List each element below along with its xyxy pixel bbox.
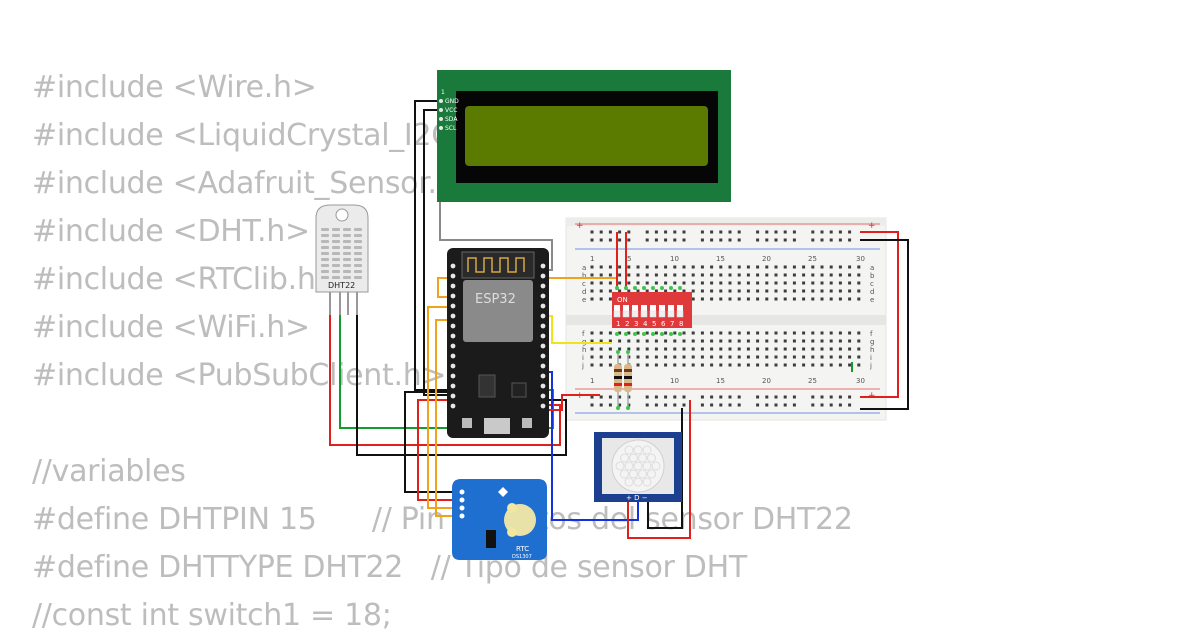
svg-text:i: i [582,354,584,362]
svg-text:25: 25 [808,377,817,385]
svg-text:h: h [870,346,874,354]
esp32-label: ESP32 [475,292,516,307]
svg-text:a: a [582,264,586,272]
code-line: #include <PubSubClient.h> [32,358,447,393]
svg-text:1: 1 [441,89,445,96]
wire-black [356,315,567,456]
lcd-pins [439,99,443,130]
svg-text:+: + [868,221,876,231]
svg-text:10: 10 [670,377,679,385]
rtc-label: RTC [516,545,529,553]
svg-text:VCC: VCC [445,107,457,114]
svg-text:i: i [870,354,872,362]
svg-text:8: 8 [679,320,683,328]
svg-text:1: 1 [590,377,594,385]
dht-grille [321,228,362,279]
svg-text:g: g [870,338,874,346]
rtc-chip-label: DS1307 [512,554,532,560]
svg-text:j: j [869,362,872,370]
svg-text:j: j [581,362,584,370]
svg-text:1: 1 [616,320,620,328]
svg-text:h: h [582,346,586,354]
svg-text:1: 1 [590,255,594,263]
svg-text:5: 5 [627,255,631,263]
svg-text:f: f [582,330,585,338]
svg-text:2: 2 [625,320,629,328]
svg-text:15: 15 [716,255,725,263]
svg-text:4: 4 [643,320,648,328]
wire-orange [427,306,462,509]
svg-text:a: a [870,264,874,272]
svg-text:d: d [582,288,586,296]
esp32-pins [450,263,546,409]
dip-numbers: 1 2 3 4 5 6 7 8 [616,320,683,328]
svg-text:e: e [582,296,586,304]
svg-text:5: 5 [652,320,656,328]
wires [329,100,909,539]
resistors[interactable] [614,350,632,410]
svg-text:c: c [582,280,586,288]
dip-switch[interactable]: ON 1 2 3 4 5 6 7 8 [612,286,692,336]
lcd-display[interactable]: 1 GND VCC SDA SCL [437,70,731,202]
svg-text:SDA: SDA [445,116,458,123]
dip-pin-dots [615,286,682,336]
svg-text:25: 25 [808,255,817,263]
svg-text:7: 7 [670,320,674,328]
wire-red [860,231,899,398]
svg-text:b: b [870,272,875,280]
rtc-module[interactable]: RTC DS1307 [452,479,547,560]
pir-sensor[interactable]: + D − [594,432,682,502]
svg-text:c: c [870,280,874,288]
svg-text:20: 20 [762,377,771,385]
code-line: #include <RTClib.h> [32,262,341,297]
svg-text:20: 20 [762,255,771,263]
code-line: #include <Wire.h> [32,70,317,105]
wire-black [860,239,909,410]
svg-text:6: 6 [661,320,666,328]
code-line: #include <WiFi.h> [32,310,310,345]
svg-text:15: 15 [716,377,725,385]
code-line: #include <DHT.h> [32,214,310,249]
wire-red [417,399,462,501]
pir-pin-labels: + D − [626,494,648,502]
breadboard-col-labels: 1 5 10 15 20 25 30 1 10 15 20 25 30 [590,255,865,385]
wire-orange [435,319,462,517]
dip-on-label: ON [617,296,628,304]
svg-text:30: 30 [856,255,865,263]
wire-red [627,400,691,539]
pir-lens [615,445,661,487]
esp32-board[interactable]: ESP32 [447,248,549,438]
svg-text:GND: GND [445,98,459,105]
wire-blue [544,371,639,521]
svg-text:f: f [870,330,873,338]
code-line: #include <Adafruit_Sensor.h> [32,166,481,201]
code-line: //variables [32,454,186,489]
wire-red [329,315,561,446]
code-line: //const int switch1 = 18; [32,598,392,633]
dip-toggles [613,305,684,318]
wire-black [414,100,450,391]
svg-text:+: + [576,221,584,231]
svg-text:3: 3 [634,320,638,328]
svg-text:d: d [870,288,874,296]
rtc-pins [459,489,465,519]
svg-text:10: 10 [670,255,679,263]
breadboard-holes [590,230,861,407]
dht22-sensor[interactable]: DHT22 [315,204,369,315]
svg-text:30: 30 [856,377,865,385]
svg-text:b: b [582,272,587,280]
svg-text:SCL: SCL [445,125,457,132]
dht-label: DHT22 [328,281,355,290]
svg-text:e: e [870,296,874,304]
lcd-pin-labels: 1 GND VCC SDA SCL [441,89,459,132]
